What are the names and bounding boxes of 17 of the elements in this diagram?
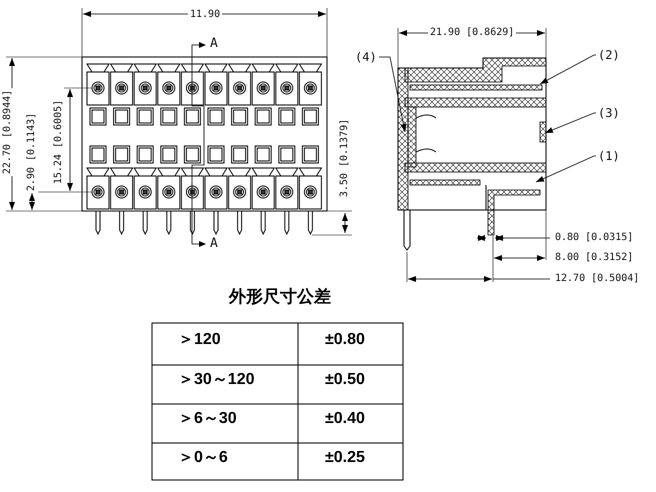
table-cell: ±0.80 [325, 331, 365, 349]
section-label: A [208, 238, 220, 250]
leader-line [378, 56, 406, 132]
table-cell: ±0.25 [325, 449, 365, 467]
table-cell: ＞6～30 [178, 410, 237, 428]
title: 外形尺寸公差 [228, 287, 332, 307]
leader-line [536, 156, 596, 182]
table-cell: ＞0～6 [178, 449, 228, 467]
section-label: A [208, 38, 220, 50]
table-cell: ±0.40 [325, 410, 365, 428]
table-cell: ±0.50 [325, 371, 365, 389]
leader-line [540, 54, 596, 84]
leader-line [544, 112, 596, 134]
table-cell: ＞30～120 [178, 371, 254, 389]
dimension-text: 22.70 [0.8944] [2, 88, 14, 176]
dimension-text: 21.90 [0.8629] [428, 27, 516, 39]
table-cell: ＞120 [178, 331, 221, 349]
